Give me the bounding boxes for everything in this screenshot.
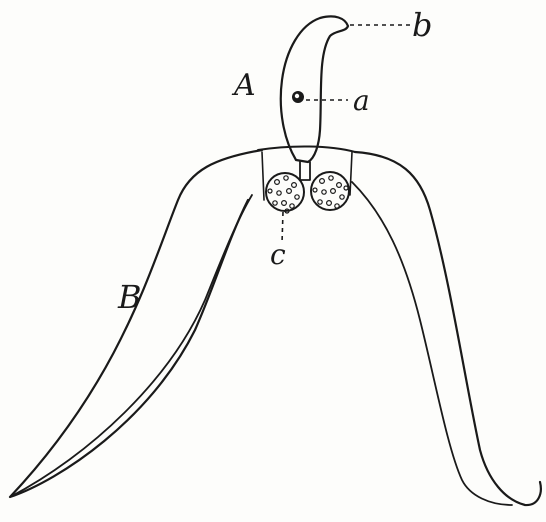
label-A: A <box>231 68 256 103</box>
label-b: b <box>412 6 432 44</box>
label-a: a <box>353 84 370 117</box>
structure-a <box>281 16 348 180</box>
label-B: B <box>117 278 142 316</box>
label-c: c <box>270 238 286 271</box>
pollen-masses-c <box>266 172 349 213</box>
